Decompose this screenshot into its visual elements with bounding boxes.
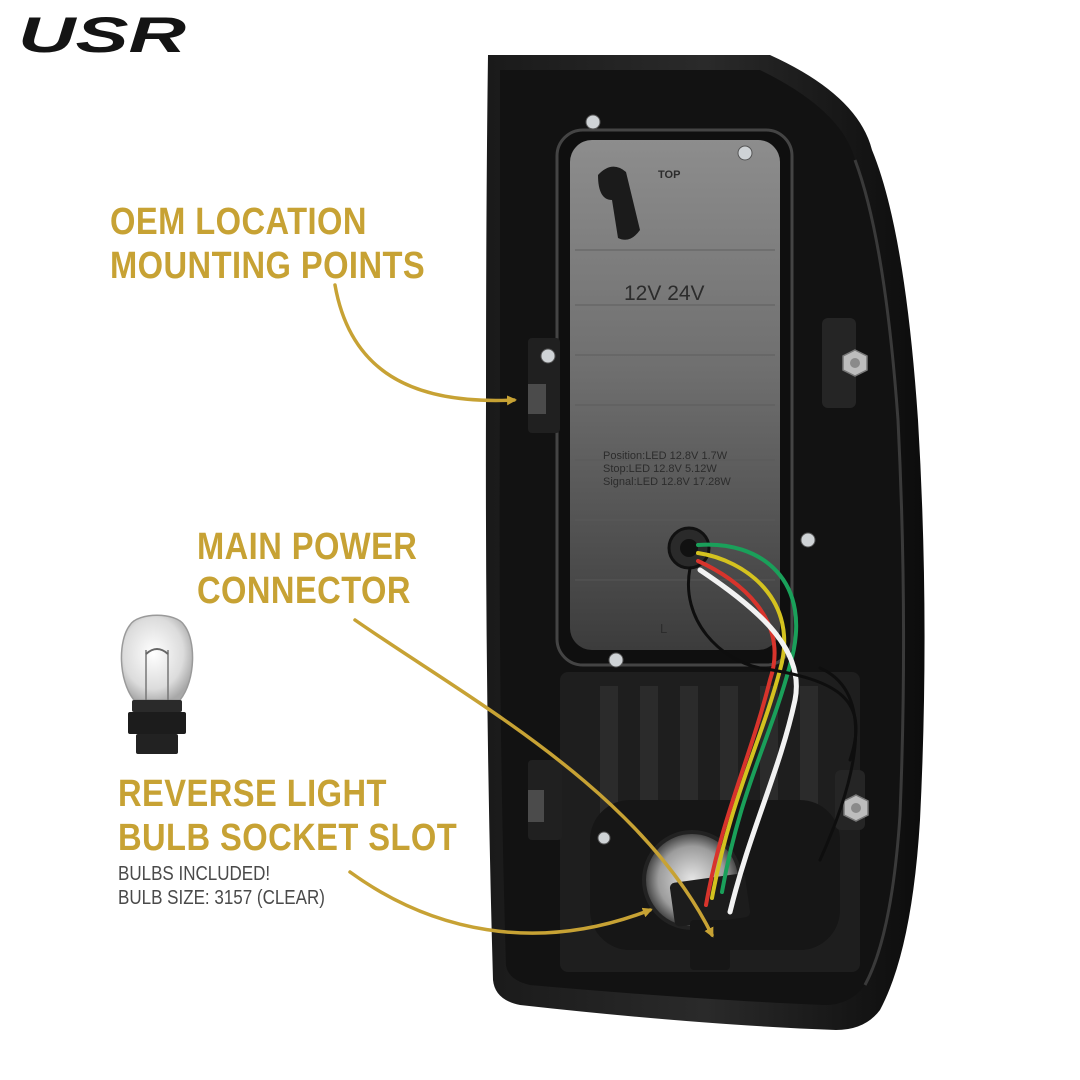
- bulb-size-note: BULB SIZE: 3157 (CLEAR): [118, 887, 325, 909]
- oem-callout-line1: OEM LOCATION: [110, 201, 367, 243]
- oem-arrow: [333, 283, 517, 406]
- power-callout-line2: CONNECTOR: [197, 570, 411, 612]
- brand-logo: USR: [18, 12, 186, 56]
- wiring-harness: [687, 542, 858, 915]
- mounting-stud-right-upper: [822, 318, 868, 408]
- oem-mounting-callout: OEM LOCATION MOUNTING POINTS: [110, 200, 425, 288]
- spec-stop: Stop:LED 12.8V 5.12W: [603, 463, 717, 475]
- top-mark: TOP: [658, 169, 680, 181]
- reverse-callout-line1: REVERSE LIGHT: [118, 773, 387, 815]
- voltage-mark: 12V 24V: [624, 282, 705, 305]
- brand-logo-text: USR: [18, 12, 186, 56]
- spec-signal: Signal:LED 12.8V 17.28W: [603, 476, 731, 488]
- bulbs-included-note: BULBS INCLUDED!: [118, 863, 271, 885]
- reverse-arrow: [348, 870, 653, 935]
- lens-plate: TOP 12V 24V Position:LED 12.8V 1.7W Stop…: [555, 128, 794, 667]
- power-callout-line1: MAIN POWER: [197, 526, 418, 568]
- mounting-tab-left-lower: [528, 760, 562, 840]
- arrow-icon: [333, 283, 714, 938]
- main-power-connector-callout: MAIN POWER CONNECTOR: [197, 525, 417, 613]
- reverse-light-note: BULBS INCLUDED! BULB SIZE: 3157 (CLEAR): [118, 862, 325, 910]
- side-mark: L: [660, 621, 667, 636]
- screw-icon: [540, 114, 816, 845]
- reverse-light-callout: REVERSE LIGHT BULB SOCKET SLOT: [118, 772, 457, 860]
- bulb-icon: [120, 614, 194, 754]
- oem-callout-line2: MOUNTING POINTS: [110, 245, 426, 287]
- spec-position: Position:LED 12.8V 1.7W: [603, 450, 728, 462]
- mounting-stud-right-lower: [835, 770, 869, 830]
- power-arrow: [353, 618, 714, 938]
- reverse-callout-line2: BULB SOCKET SLOT: [118, 817, 458, 859]
